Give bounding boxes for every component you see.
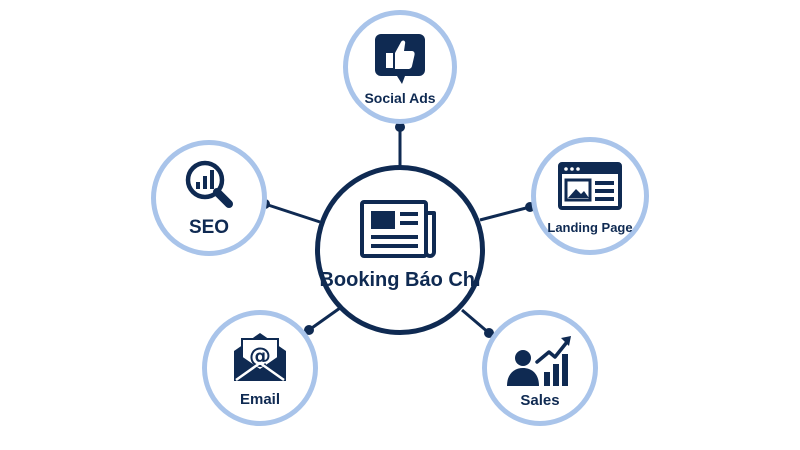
node-label-social-ads: Social Ads (364, 90, 436, 106)
center-node-label: Booking Báo Chí (319, 268, 481, 291)
envelope-at-icon: @ (234, 332, 286, 381)
browser-window-icon (558, 161, 622, 210)
magnifier-chart-icon (185, 160, 233, 208)
connector-landing-page (479, 205, 531, 222)
node-email: @ Email (202, 310, 318, 426)
node-label-email: Email (239, 390, 281, 408)
node-label-sales: Sales (520, 391, 560, 409)
node-social-ads: Social Ads (343, 10, 457, 124)
connector-seo (264, 202, 321, 224)
node-label-landing-page: Landing Page (547, 219, 633, 235)
connector-sales (461, 308, 490, 335)
newspaper-icon (360, 199, 436, 258)
thumbs-up-icon (375, 34, 425, 84)
node-landing-page: Landing Page (531, 137, 649, 255)
connector-email (308, 306, 341, 332)
svg-text:@: @ (249, 344, 271, 369)
center-node-booking-bao-chi: Booking Báo Chí (315, 165, 485, 335)
growth-chart-person-icon (507, 335, 571, 386)
node-label-seo: SEO (188, 217, 230, 238)
node-sales: Sales (482, 310, 598, 426)
node-seo: SEO (151, 140, 267, 256)
connector-dot-social-ads (395, 122, 405, 132)
